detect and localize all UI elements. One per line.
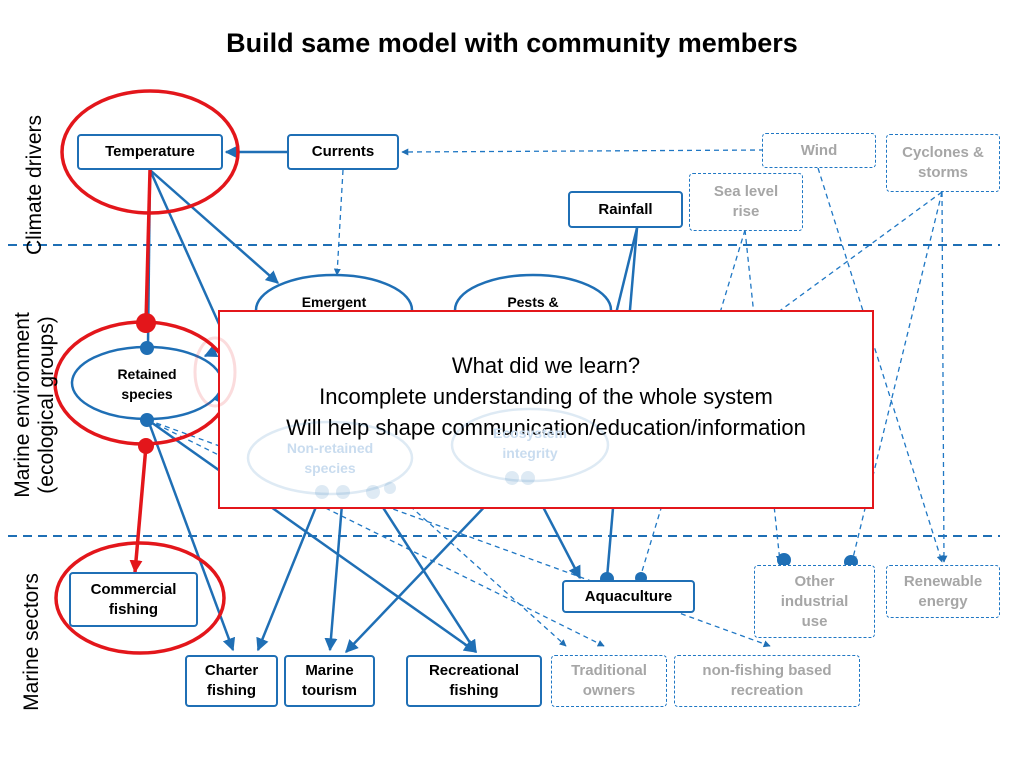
node-temperature: Temperature: [77, 134, 223, 170]
callout-line-1: What did we learn?: [451, 353, 641, 378]
ellipse-ecosystem-integrity: [450, 407, 610, 483]
dot-retained-top: [140, 341, 154, 355]
link-wind-currents: [401, 148, 765, 156]
node-charter-fishing: Charter fishing: [185, 655, 278, 707]
node-commercial-fishing: Commercial fishing: [69, 572, 198, 627]
faded-dot-5: [505, 471, 519, 485]
link-retained-charter: [146, 419, 236, 652]
node-retained-species: Retained species: [117, 366, 177, 402]
node-non-fishing-recreation: non-fishing based recreation: [674, 655, 860, 707]
node-aquaculture: Aquaculture: [562, 580, 695, 613]
node-ecosystem-integrity: Ecosystem integrity: [493, 425, 567, 461]
connector-dots: [136, 313, 858, 586]
faded-dot-3: [366, 485, 380, 499]
node-rainfall: Rainfall: [568, 191, 683, 228]
faded-dot-1: [315, 485, 329, 499]
node-cyclones-storms: Cyclones & storms: [886, 134, 1000, 192]
faded-dot-4: [384, 482, 396, 494]
link-retained-recreational: [147, 418, 478, 654]
link-cyclones-renewable: [940, 191, 948, 563]
callout-line-3: Will help shape communication/education/…: [286, 415, 806, 440]
dot-retained-bottom: [140, 413, 154, 427]
link-temperature-emergent: [149, 169, 279, 284]
node-recreational-fishing: Recreational fishing: [406, 655, 542, 707]
highlight-ellipse-temperature: [60, 89, 240, 215]
link-nonretained-traditional: [389, 487, 567, 647]
link-wind-renewable: [817, 167, 944, 563]
red-link-retained-commercial: [129, 445, 148, 574]
callout-line-2: Incomplete understanding of the whole sy…: [319, 384, 773, 409]
link-nonretained-tourism: [324, 491, 345, 652]
highlight-ellipse-commercial: [54, 541, 226, 655]
red-dot-bottom: [138, 438, 154, 454]
lessons-callout: What did we learn? Incomplete understand…: [218, 310, 874, 509]
red-link-temperature-retained: [144, 169, 152, 323]
node-other-industrial-use: Other industrial use: [754, 565, 875, 638]
node-wind: Wind: [762, 133, 876, 168]
faded-dot-2: [336, 485, 350, 499]
slide-title: Build same model with community members: [226, 28, 798, 58]
link-nonretained-recreational: [371, 491, 478, 654]
node-marine-tourism: Marine tourism: [284, 655, 375, 707]
emergent-species-line1: Emergent: [301, 294, 367, 310]
dot-other-1: [777, 553, 791, 567]
faded-dot-6: [521, 471, 535, 485]
node-currents: Currents: [287, 134, 399, 170]
red-dot-top: [136, 313, 156, 333]
node-non-retained-species: Non-retained species: [286, 440, 374, 476]
ellipse-non-retained-species: [246, 420, 414, 496]
node-sea-level-rise: Sea level rise: [689, 173, 803, 231]
node-traditional-owners: Traditional owners: [551, 655, 667, 707]
ellipse-retained-faded-edge: [193, 336, 237, 408]
pests-diseases-line1: Pests &: [507, 294, 559, 310]
link-nonretained-charter: [256, 491, 324, 652]
highlight-path: [129, 169, 152, 574]
node-renewable-energy: Renewable energy: [886, 565, 1000, 618]
